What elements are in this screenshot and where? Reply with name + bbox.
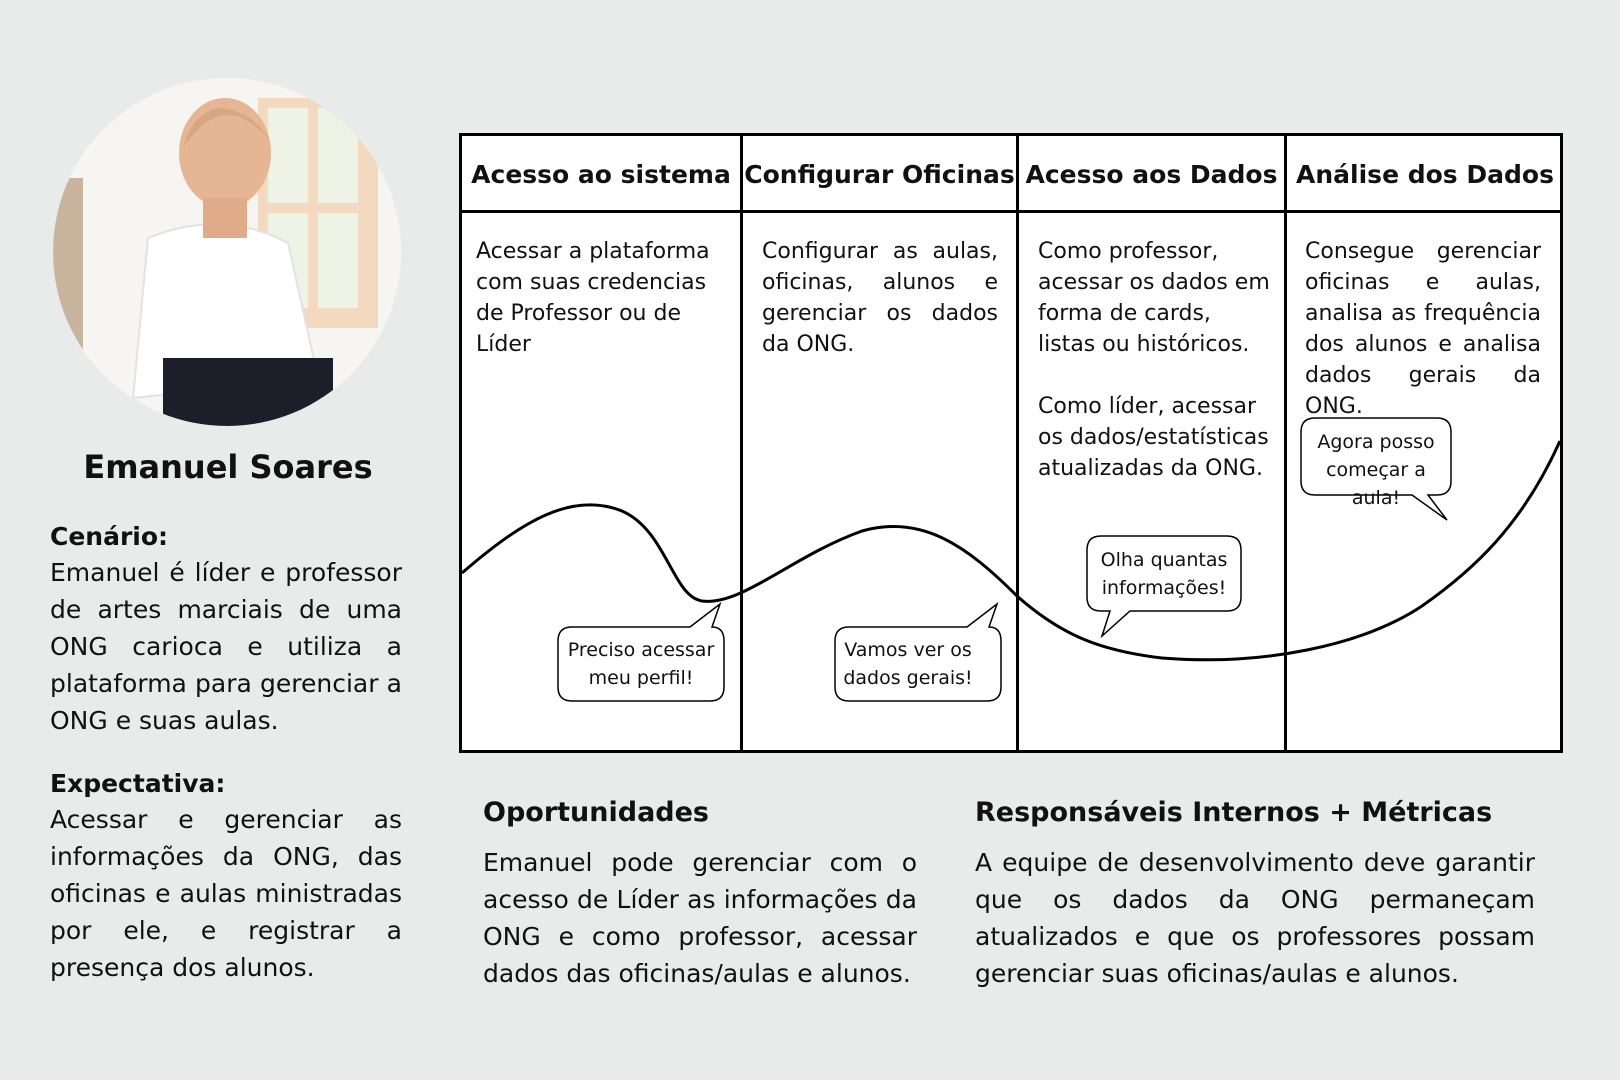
stage-paragraph: Como líder, acessar os dados/estatística… (1038, 394, 1269, 481)
stage-title-configure: Configurar Oficinas (744, 159, 1015, 189)
column-divider (1016, 136, 1019, 750)
speech-bubble (1086, 535, 1242, 639)
bubble-text-configure: Vamos ver os dados gerais! (843, 639, 973, 689)
expectation-text: Acessar e gerenciar as informações da ON… (50, 805, 402, 982)
journey-map: Acesso ao sistema Configurar Oficinas Ac… (459, 133, 1563, 753)
responsibles-text: A equipe de desenvolvimento deve garanti… (975, 848, 1535, 988)
stage-title-access: Acesso ao sistema (471, 159, 731, 189)
persona-details: Cenário: Emanuel é líder e professor de … (50, 520, 402, 986)
stage-title-analysis: Análise dos Dados (1296, 159, 1554, 189)
speech-bubble (834, 601, 1002, 702)
speech-bubble (1300, 417, 1452, 521)
opportunities-section: Oportunidades Emanuel pode gerenciar com… (483, 796, 917, 992)
expectation-title: Expectativa: (50, 769, 226, 798)
stage-description-configure: Configurar as aulas, oficinas, alunos e … (762, 236, 998, 360)
stage-paragraph: Acessar a plataforma com suas credencias… (476, 239, 710, 357)
stage-description-access: Acessar a plataforma com suas credencias… (476, 236, 734, 360)
scenario-text: Emanuel é líder e professor de artes mar… (50, 558, 402, 735)
emotion-curve (462, 417, 1560, 702)
speech-bubble (557, 601, 725, 702)
column-divider (740, 136, 743, 750)
responsibles-section: Responsáveis Internos + Métricas A equip… (975, 796, 1535, 992)
column-divider (1284, 136, 1287, 750)
scenario-title: Cenário: (50, 522, 169, 551)
stage-paragraph: Consegue gerenciar oficinas e aulas, ana… (1305, 239, 1541, 419)
stage-paragraph: Como professor, acessar os dados em form… (1038, 239, 1270, 357)
bubble-text-data-access: Olha quantas informações! (1100, 549, 1228, 599)
persona-name: Emanuel Soares (83, 448, 373, 486)
opportunities-title: Oportunidades (483, 797, 710, 828)
stage-description-data-access: Como professor, acessar os dados em form… (1038, 236, 1270, 484)
persona-photo (53, 78, 401, 426)
stage-title-data-access: Acesso aos Dados (1025, 159, 1278, 189)
bubble-text-access: Preciso acessar meu perfil! (567, 639, 715, 689)
stage-paragraph: Configurar as aulas, oficinas, alunos e … (762, 239, 998, 357)
bubble-text-analysis: Agora posso começar a aula! (1317, 431, 1435, 509)
responsibles-title: Responsáveis Internos + Métricas (975, 797, 1493, 828)
opportunities-text: Emanuel pode gerenciar com o acesso de L… (483, 848, 917, 988)
header-divider (462, 210, 1560, 213)
stage-description-analysis: Consegue gerenciar oficinas e aulas, ana… (1305, 236, 1541, 422)
